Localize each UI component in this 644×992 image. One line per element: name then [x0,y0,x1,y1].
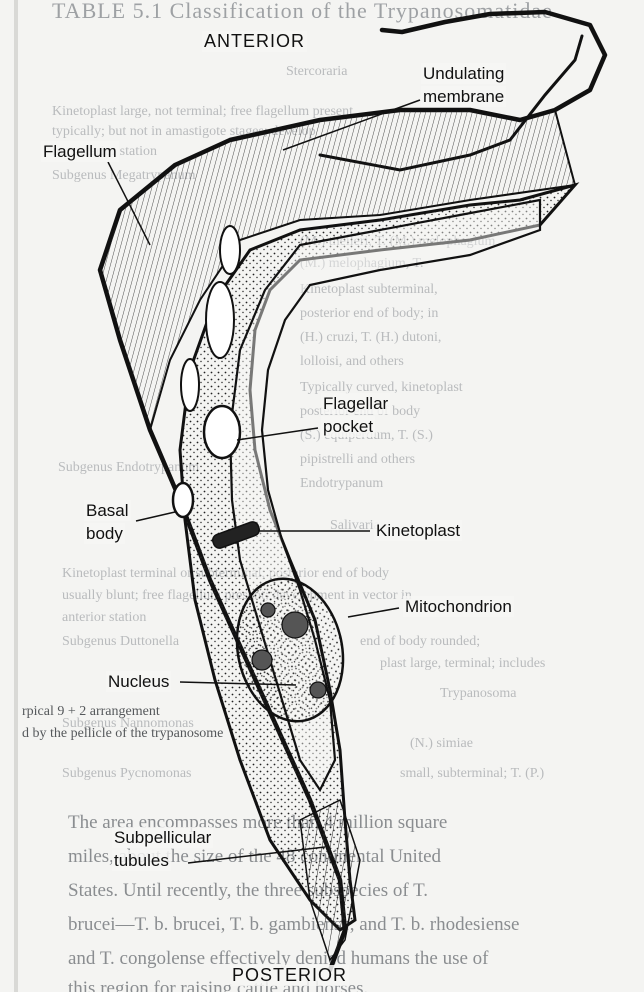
subpellicular-tubules-shape [300,800,360,960]
label-nucleus: Nucleus [106,671,171,692]
nucleolus [261,603,275,617]
label-subpellicular-tubules-line1: Subpellicular [112,827,213,848]
leader-line-mitochondrion [348,608,399,617]
label-undulating-membrane-line1: Undulating [421,63,506,84]
label-basal-body-line2: body [84,523,125,544]
mitochondrial-crista [206,282,234,358]
label-flagellar-pocket-line2: pocket [321,416,375,437]
mitochondrial-crista [181,359,199,411]
mitochondrial-crista [220,226,240,274]
label-basal-body-line1: Basal [84,500,131,521]
label-posterior: POSTERIOR [230,965,349,986]
basal-body-shape [173,483,193,517]
label-mitochondrion: Mitochondrion [403,596,514,617]
page-edge [14,0,18,992]
flagellar-pocket-shape [204,406,240,458]
label-subpellicular-tubules-line2: tubules [112,850,171,871]
label-flagellar-pocket-line1: Flagellar [321,393,390,414]
label-undulating-membrane-line2: membrane [421,86,506,107]
leader-line-basal-body [136,512,175,521]
nucleolus [252,650,272,670]
label-anterior: ANTERIOR [202,31,307,52]
nucleolus [310,682,326,698]
label-flagellum: Flagellum [41,141,119,162]
label-kinetoplast: Kinetoplast [374,520,462,541]
nucleolus [282,612,308,638]
